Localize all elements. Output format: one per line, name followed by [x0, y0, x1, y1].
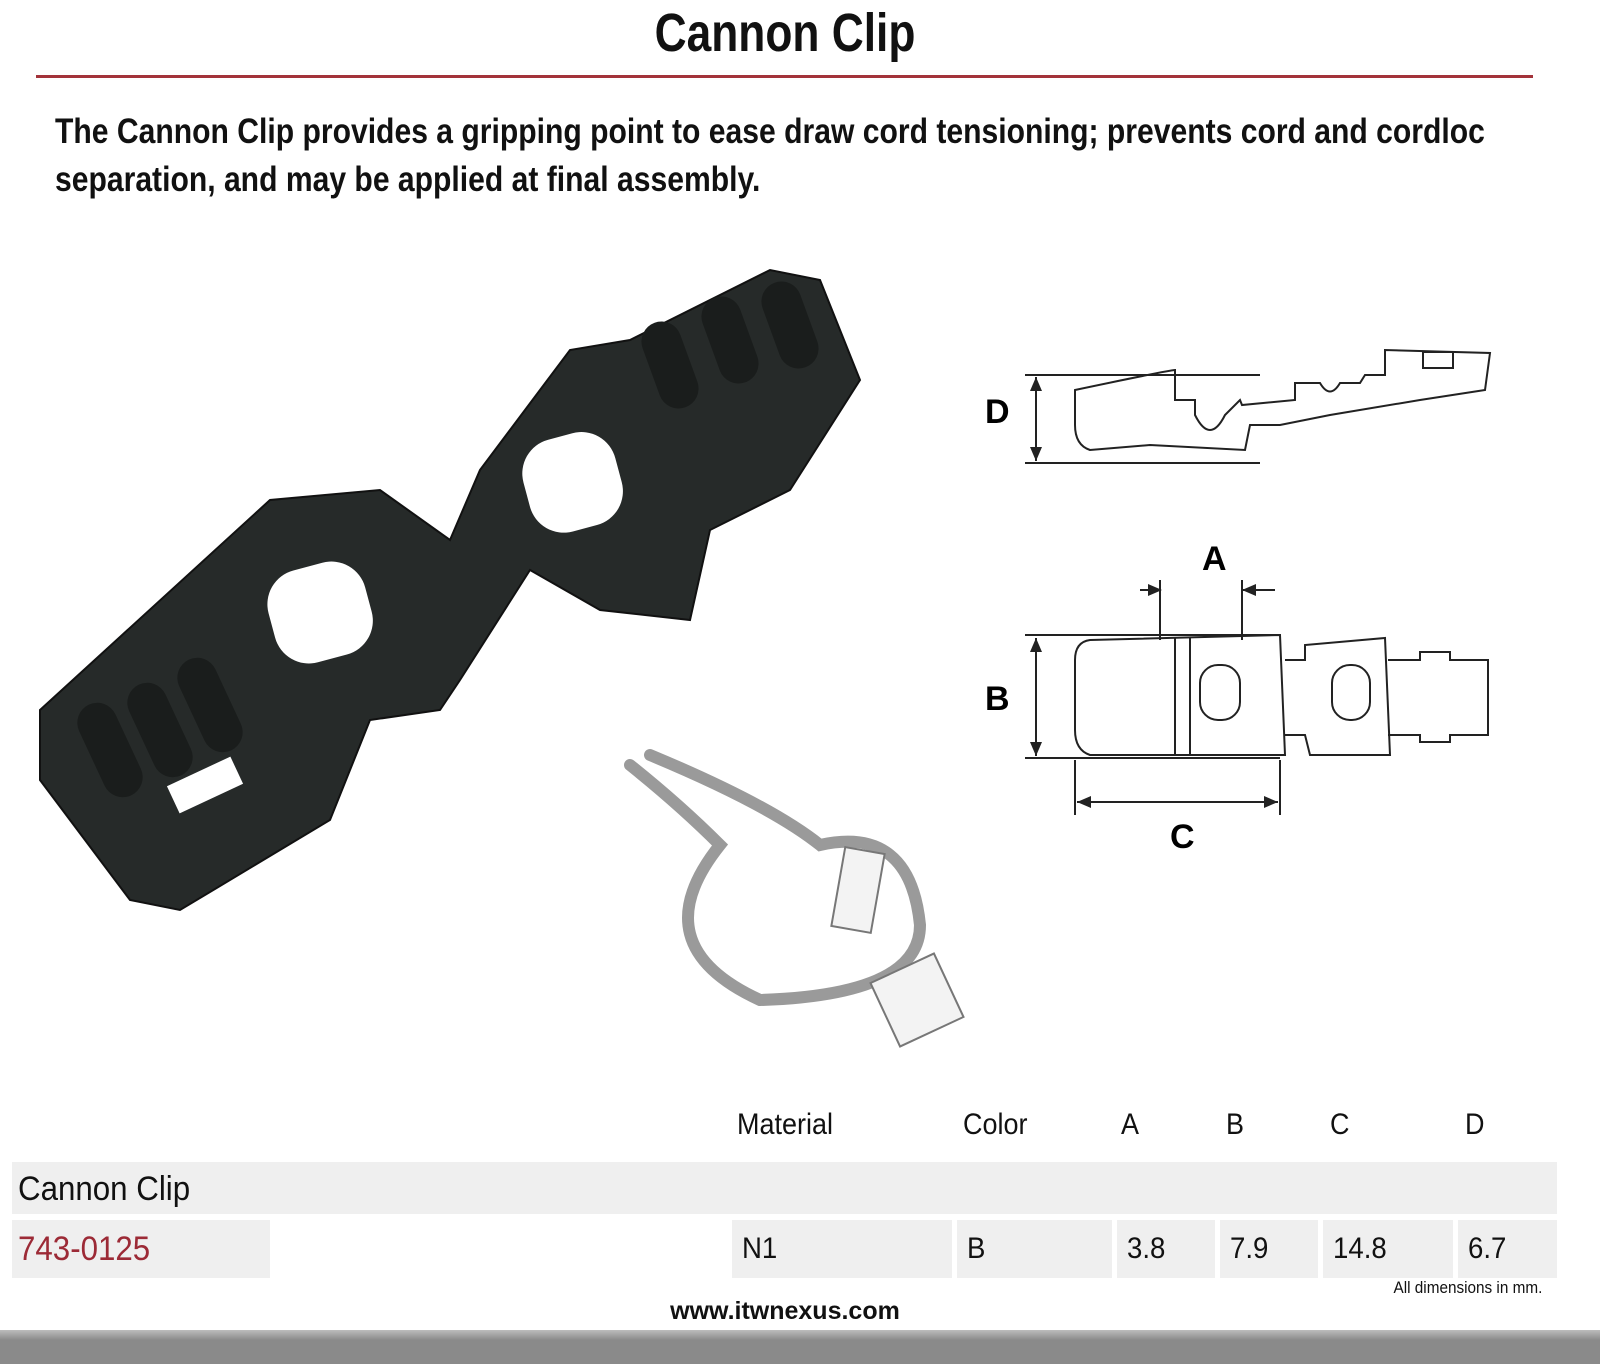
page-title: Cannon Clip [654, 3, 916, 63]
product-group-label: Cannon Clip [18, 1170, 191, 1208]
cell-b: 7.9 [1220, 1220, 1318, 1278]
dimension-label-a: A [1202, 540, 1227, 578]
b-value: 7.9 [1230, 1232, 1269, 1265]
column-header-a: A [1121, 1108, 1140, 1141]
usage-illustration [624, 749, 965, 1048]
color-value: B [967, 1232, 986, 1265]
column-header-color: Color [963, 1108, 1028, 1141]
dimensions-note: All dimensions in mm. [1393, 1278, 1542, 1297]
product-description: The Cannon Clip provides a gripping poin… [55, 112, 1485, 199]
title-divider [36, 75, 1533, 78]
part-number: 743-0125 [18, 1230, 151, 1268]
a-value: 3.8 [1127, 1232, 1166, 1265]
cell-d: 6.7 [1458, 1220, 1557, 1278]
cell-color: B [957, 1220, 1112, 1278]
side-view-diagram: D [985, 348, 1492, 464]
cell-c: 14.8 [1323, 1220, 1453, 1278]
dimension-label-b: B [985, 680, 1010, 718]
column-header-material: Material [737, 1108, 834, 1141]
material-value: N1 [742, 1232, 778, 1265]
product-photo [39, 268, 862, 912]
column-header-c: C [1330, 1108, 1350, 1141]
product-group-row: Cannon Clip [12, 1162, 1557, 1214]
website-link[interactable]: www.itwnexus.com [670, 1297, 900, 1325]
c-value: 14.8 [1333, 1232, 1387, 1265]
dimension-label-c: C [1170, 818, 1195, 856]
table-row-part-number: 743-0125 [12, 1220, 270, 1278]
dimension-label-d: D [985, 393, 1010, 431]
top-view-diagram: A B C [985, 540, 1489, 856]
bottom-bar [0, 1330, 1600, 1364]
column-header-b: B [1226, 1108, 1245, 1141]
column-header-d: D [1465, 1108, 1485, 1141]
cell-material: N1 [732, 1220, 952, 1278]
d-value: 6.7 [1468, 1232, 1507, 1265]
cell-a: 3.8 [1117, 1220, 1215, 1278]
